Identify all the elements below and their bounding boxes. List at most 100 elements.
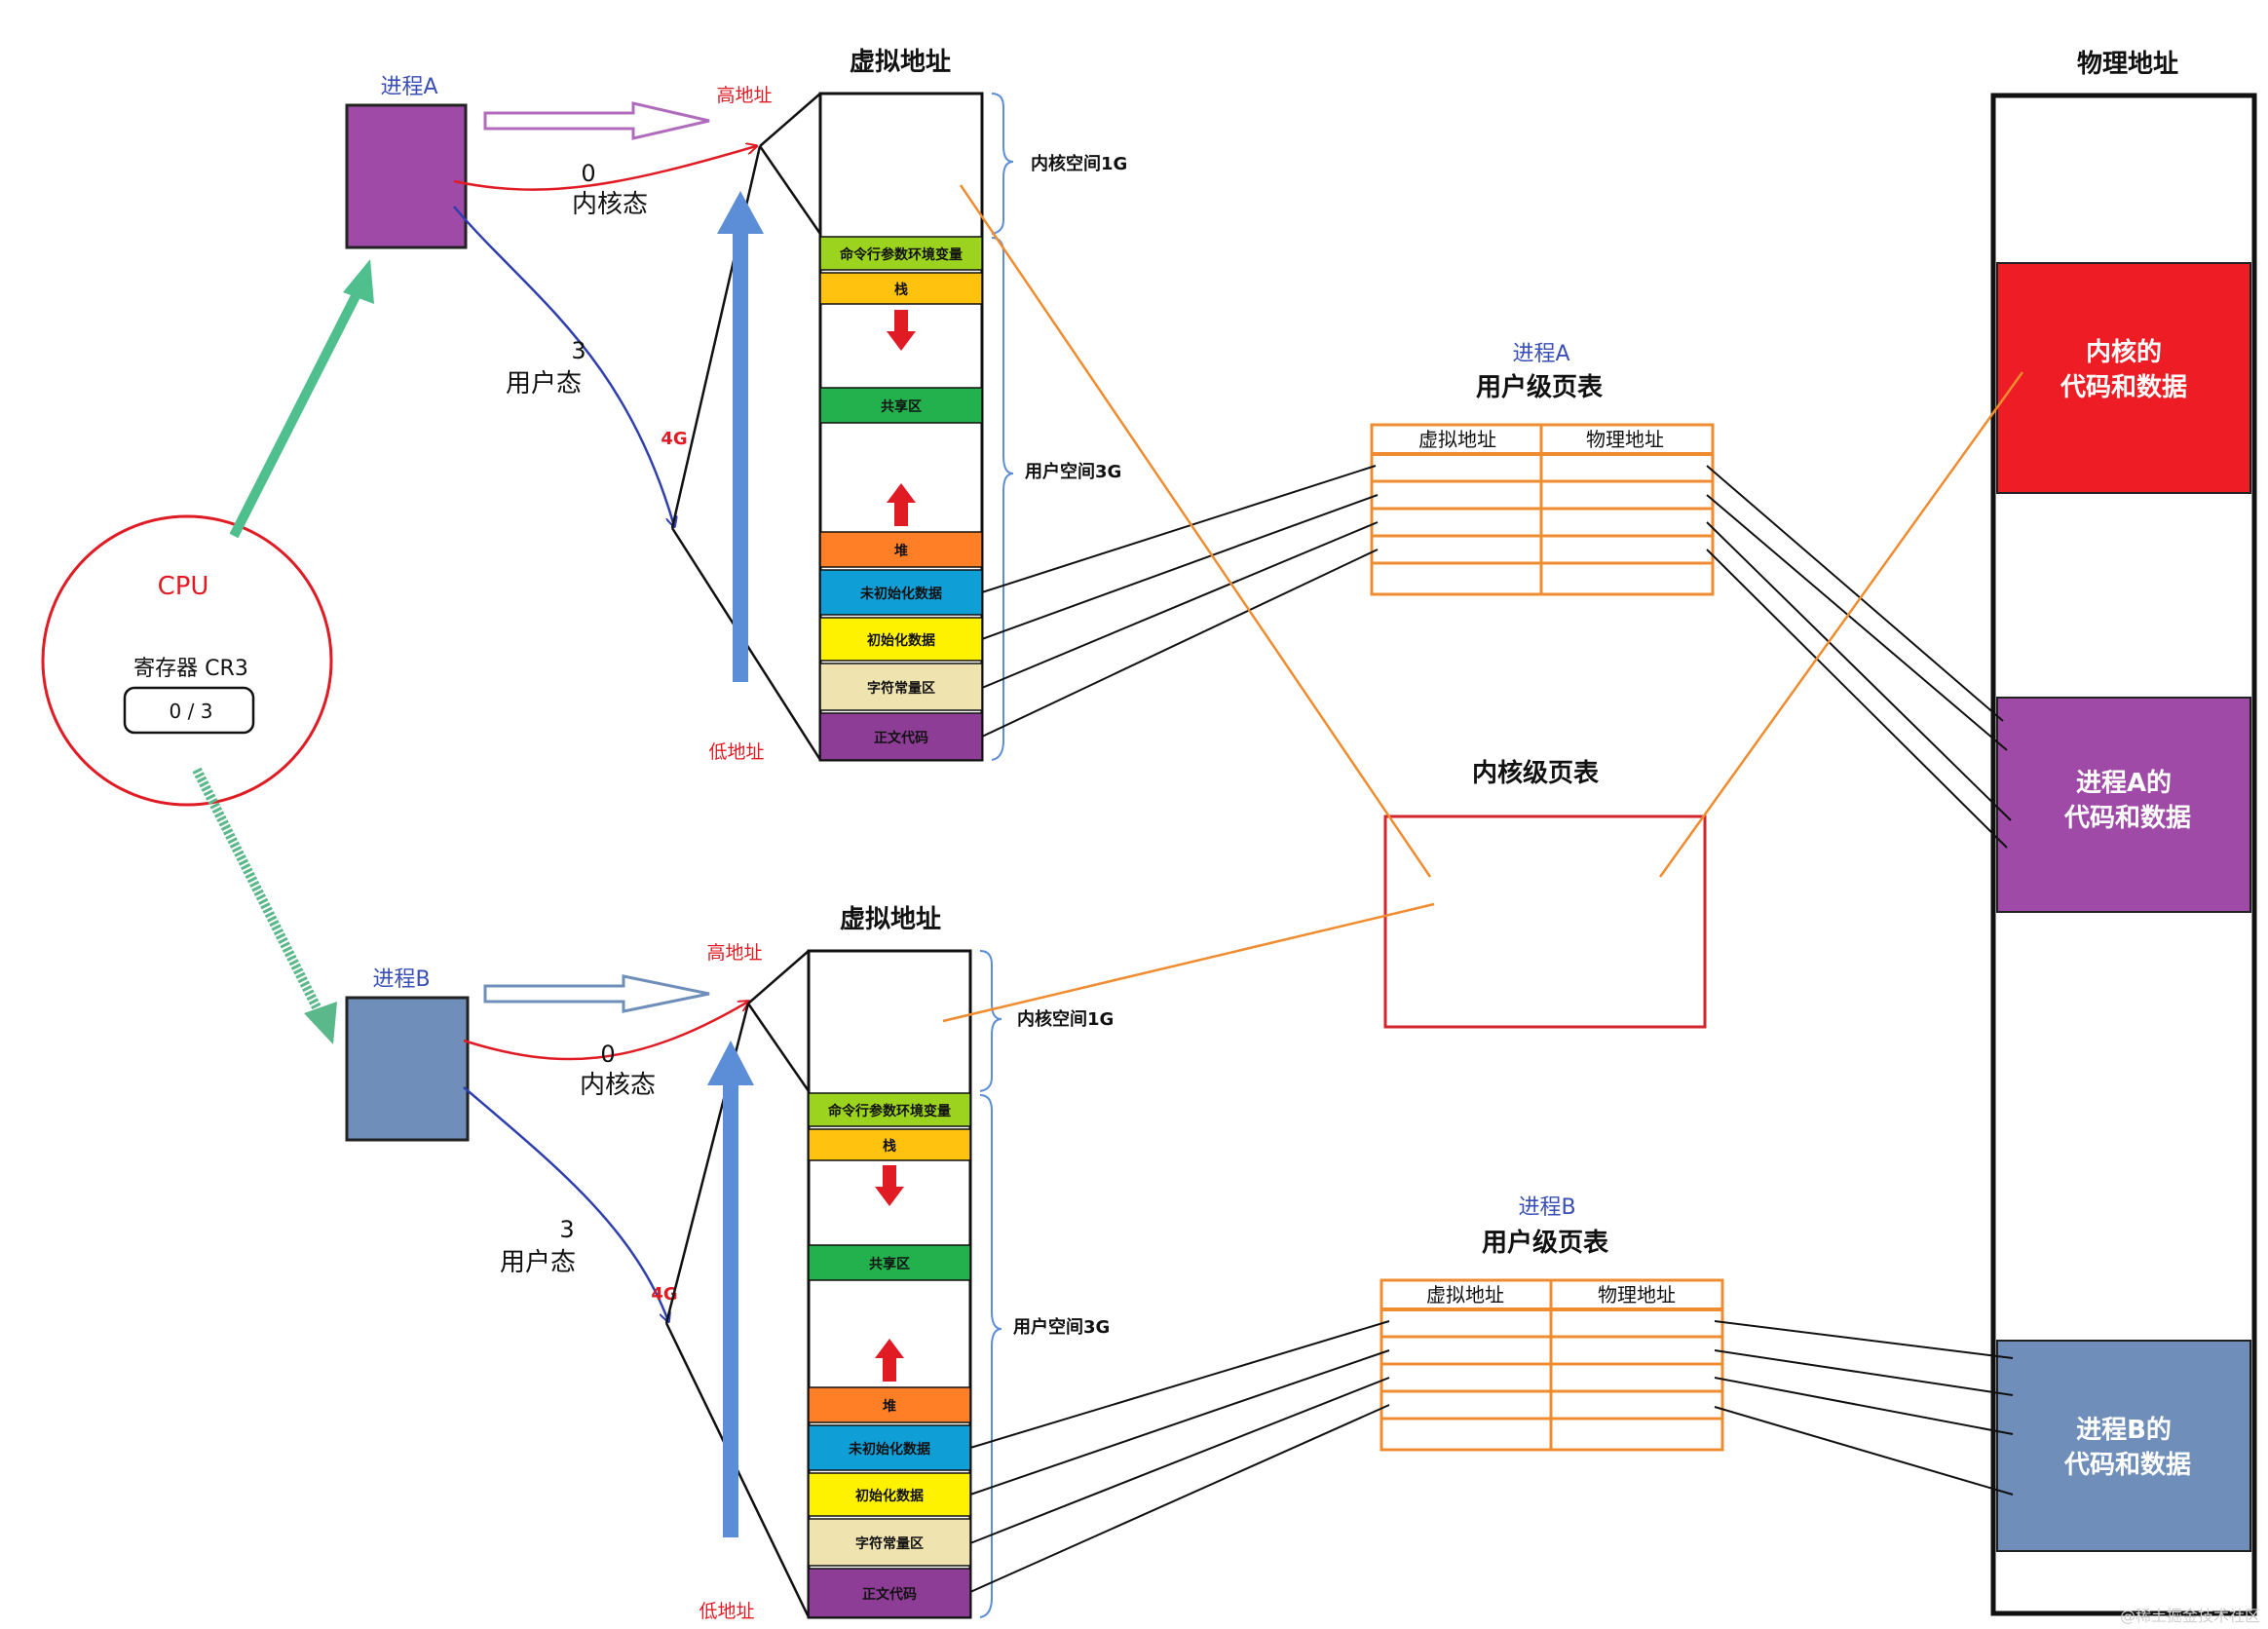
segment-b-data [808, 1472, 971, 1517]
process-b-wedge-kernel-link [746, 1003, 811, 1092]
size-4g-a-label: 4G [661, 429, 687, 449]
segment-b-stack-label: 栈 [883, 1138, 896, 1155]
process-a-kernel-ring: 0 [581, 160, 595, 187]
process-a-code-data-block [1996, 697, 2251, 913]
segment-b-bss-label: 未初始化数据 [849, 1441, 930, 1458]
process-a-block-line-2: 代码和数据 [2063, 804, 2191, 833]
segment-b-rodata-label: 字符常量区 [855, 1535, 924, 1552]
page-table-a-to-physical-lines [1706, 465, 2012, 849]
process-b-group: 进程B 0 内核态 3 用户态 [345, 967, 748, 1321]
cr3-register-box [123, 686, 255, 735]
user-space-a-label: 用户空间3G [1025, 461, 1121, 482]
process-a-wedge-top-link [759, 93, 821, 147]
physical-memory: 物理地址 内核的 代码和数据 进程A的 代码和数据 进程B的 代码和数据 [1990, 50, 2257, 1616]
segment-a-bss-label: 未初始化数据 [860, 586, 942, 602]
address-growth-arrow-b [707, 1041, 754, 1537]
process-a-user-ring: 3 [571, 337, 586, 364]
physical-memory-title: 物理地址 [2077, 50, 2178, 79]
segment-a-shared-label: 共享区 [881, 398, 922, 415]
page-table-a-title: 用户级页表 [1476, 372, 1604, 402]
stack-grow-down-arrow-b [875, 1165, 904, 1206]
segment-a-heap-label: 堆 [894, 543, 908, 559]
segment-a-stack-label: 栈 [894, 282, 908, 298]
process-b-kernel-ring: 0 [600, 1041, 615, 1068]
process-b-code-data-block [1996, 1340, 2251, 1552]
page-table-b-col-virtual: 虚拟地址 [1426, 1283, 1504, 1307]
process-a-kernel-mode-label: 内核态 [572, 190, 648, 219]
segment-a-text-label: 正文代码 [874, 730, 928, 746]
kernel-space-brace-a [991, 93, 1014, 235]
page-table-b-title: 用户级页表 [1482, 1228, 1609, 1258]
process-b-user-ring: 3 [559, 1216, 574, 1243]
kernel-page-table-frame [1383, 814, 1707, 1029]
kernel-block-line-2: 代码和数据 [2060, 373, 2187, 402]
process-b-kernel-mode-curve [463, 1002, 748, 1061]
cpu-circle [41, 514, 333, 807]
process-b-label: 进程B [372, 967, 430, 992]
user-space-b-label: 用户空间3G [1013, 1316, 1110, 1338]
process-b-block-line-1: 进程B的 [2076, 1415, 2172, 1445]
cr3-register-label: 寄存器 CR3 [133, 657, 248, 681]
segment-a-data [819, 617, 983, 662]
page-table-a-owner: 进程A [1512, 342, 1569, 366]
process-a-wedge-kernel-link [758, 145, 822, 235]
low-address-b-label: 低地址 [699, 1601, 754, 1622]
process-b-block-line-2: 代码和数据 [2063, 1451, 2191, 1480]
segment-b-shared [808, 1244, 971, 1281]
segment-a-cmdline [819, 236, 983, 271]
kernel-block-line-1: 内核的 [2086, 337, 2162, 367]
cr3-register-value: 0 / 3 [170, 700, 213, 723]
user-page-table-a: 进程A 用户级页表 虚拟地址 物理地址 [1370, 342, 1715, 596]
page-table-b-owner: 进程B [1518, 1195, 1575, 1220]
segment-a-rodata-label: 字符常量区 [867, 680, 935, 697]
segment-to-page-table-a-lines [981, 465, 1379, 738]
segment-a-data-label: 初始化数据 [867, 632, 935, 649]
virtual-address-space-a: 虚拟地址 高地址 4G 低地址 命令行参数环境变量 栈 共享区 堆 未初始化数据… [661, 48, 1127, 763]
kernel-space-brace-b [979, 950, 1002, 1092]
kernel-page-table-title: 内核级页表 [1472, 758, 1600, 788]
page-table-b-to-physical-lines [1714, 1320, 2014, 1496]
address-growth-arrow-a [717, 191, 764, 682]
size-4g-b-label: 4G [651, 1284, 677, 1305]
process-a-user-mode-label: 用户态 [506, 369, 582, 398]
process-b-user-mode-label: 用户态 [500, 1248, 576, 1277]
page-table-a-col-virtual: 虚拟地址 [1418, 428, 1496, 451]
segment-b-cmdline [808, 1092, 971, 1127]
process-a-label: 进程A [380, 75, 437, 99]
segment-a-shared [819, 387, 983, 424]
stack-grow-down-arrow-a [887, 310, 916, 351]
kernel-mapping-lines [942, 184, 2024, 1023]
process-a-block-line-1: 进程A的 [2076, 768, 2172, 798]
segment-b-data-label: 初始化数据 [855, 1488, 924, 1504]
user-space-brace-b [979, 1094, 1002, 1618]
segment-b-text [808, 1568, 971, 1618]
process-a-group: 进程A 0 内核态 3 用户态 [345, 75, 756, 526]
segment-to-page-table-b-lines [969, 1320, 1390, 1593]
page-table-b-col-physical: 物理地址 [1598, 1283, 1676, 1307]
kernel-space-a-label: 内核空间1G [1031, 153, 1127, 174]
high-address-b-label: 高地址 [706, 942, 762, 964]
low-address-a-label: 低地址 [708, 741, 764, 763]
high-address-a-label: 高地址 [716, 85, 772, 106]
virtual-address-space-b: 虚拟地址 高地址 4G 低地址 命令行参数环境变量 栈 共享区 堆 未初始化数据… [651, 905, 1114, 1622]
cpu-node: CPU 寄存器 CR3 0 / 3 [41, 514, 333, 807]
segment-b-heap-label: 堆 [883, 1398, 896, 1415]
kernel-page-table: 内核级页表 [1383, 758, 1707, 1029]
cpu-to-process-b-arrow [192, 767, 337, 1044]
segment-b-text-label: 正文代码 [862, 1586, 917, 1603]
process-a-box [345, 103, 468, 249]
segment-a-text [819, 712, 983, 761]
segment-b-heap [808, 1386, 971, 1423]
segment-b-stack [808, 1128, 971, 1161]
segment-a-heap [819, 531, 983, 568]
process-a-kernel-mode-curve [453, 146, 756, 191]
heap-grow-up-arrow-a [887, 483, 916, 526]
segment-b-rodata [808, 1518, 971, 1567]
process-b-wedge-top-link [747, 950, 810, 1004]
watermark-text: @稀土掘金技术社区 [2120, 1607, 2260, 1625]
process-b-box [345, 996, 470, 1142]
segment-b-shared-label: 共享区 [869, 1256, 910, 1272]
process-a-pointer-arrow [483, 101, 710, 140]
segment-a-rodata [819, 663, 983, 711]
process-b-user-mode-curve [463, 1086, 668, 1321]
